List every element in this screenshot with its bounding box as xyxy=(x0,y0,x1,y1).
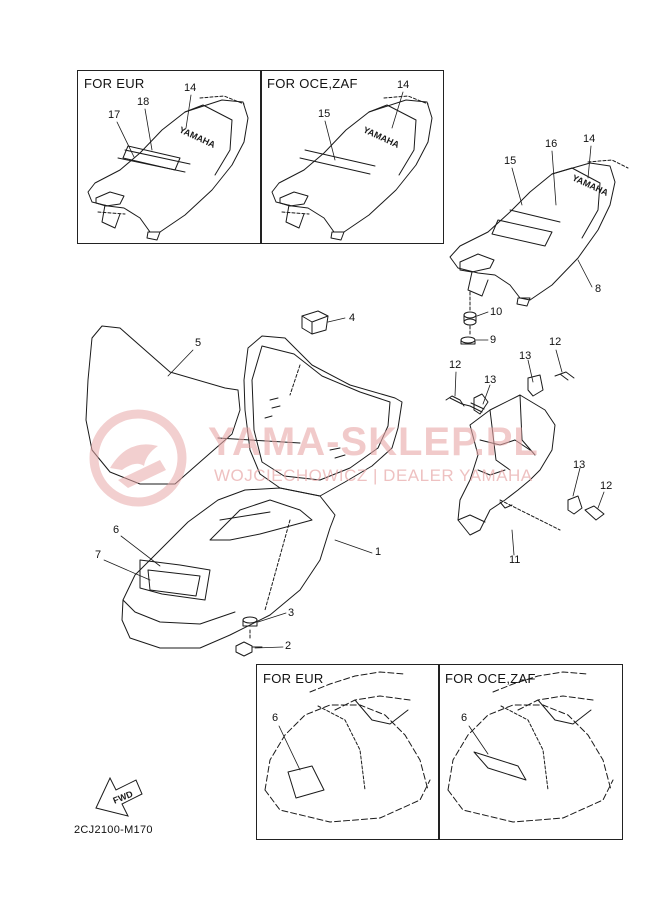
inset-top-oce-zaf xyxy=(260,70,444,244)
seat-cover-outline xyxy=(85,325,241,485)
yamaha-decal-r: YAMAHA xyxy=(571,173,611,199)
callout-r-13b: 13 xyxy=(519,350,532,362)
inset-title-bottom-eur: FOR EUR xyxy=(263,671,324,686)
callout-r-13c: 13 xyxy=(573,459,586,471)
callout-m-7: 7 xyxy=(95,549,102,561)
callout-m-2: 2 xyxy=(285,640,292,652)
watermark-subtitle: WOJCIECHOWICZ | DEALER YAMAHA xyxy=(214,466,533,485)
seat-front-oce-sketch xyxy=(447,671,614,823)
tail-cover-eur-sketch xyxy=(87,95,249,241)
callout-m-6: 6 xyxy=(113,524,120,536)
seat-bracket xyxy=(457,394,561,536)
callout-m-1: 1 xyxy=(375,546,382,558)
watermark-title: YAMA-SKLEP.PL xyxy=(208,420,539,464)
callout-m-3: 3 xyxy=(288,607,295,619)
drawing-code: 2CJ2100-M170 xyxy=(74,824,153,836)
callout-r-10: 10 xyxy=(490,306,503,318)
inset-title-top-eur: FOR EUR xyxy=(84,76,145,91)
callout-tr-15: 15 xyxy=(318,108,331,120)
callout-bl-6: 6 xyxy=(272,712,279,724)
callout-tl-14: 14 xyxy=(184,82,197,94)
callout-r-12b: 12 xyxy=(549,336,562,348)
callout-br-6: 6 xyxy=(461,712,468,724)
callout-r-16: 16 xyxy=(545,138,558,150)
callout-tl-17: 17 xyxy=(108,109,121,121)
inset-title-bottom-oce-zaf: FOR OCE,ZAF xyxy=(445,671,536,686)
fwd-arrow-icon xyxy=(95,776,143,817)
callout-r-9: 9 xyxy=(490,334,497,346)
seat-front-eur-sketch xyxy=(264,671,431,823)
callout-m-5: 5 xyxy=(195,337,202,349)
inset-bottom-eur xyxy=(256,664,440,840)
callout-r-8: 8 xyxy=(595,283,602,295)
inset-top-eur xyxy=(77,70,262,244)
callout-r-11: 11 xyxy=(509,554,521,566)
callout-r-14: 14 xyxy=(583,133,596,145)
tail-cover-oce-sketch xyxy=(271,95,433,241)
inset-title-top-oce-zaf: FOR OCE,ZAF xyxy=(267,76,358,91)
callout-r-15: 15 xyxy=(504,155,517,167)
svg-text:YAMAHA: YAMAHA xyxy=(571,173,611,199)
callout-m-4: 4 xyxy=(349,312,356,324)
tail-cover-assembly xyxy=(449,159,629,311)
seat-assembly xyxy=(121,335,403,649)
callout-r-13a: 13 xyxy=(484,374,497,386)
watermark-logo-icon xyxy=(89,409,187,507)
callout-tl-18: 18 xyxy=(137,96,150,108)
callout-r-12a: 12 xyxy=(449,359,462,371)
callout-r-12c: 12 xyxy=(600,480,613,492)
callout-tr-14: 14 xyxy=(397,79,410,91)
inset-bottom-oce-zaf xyxy=(438,664,623,840)
